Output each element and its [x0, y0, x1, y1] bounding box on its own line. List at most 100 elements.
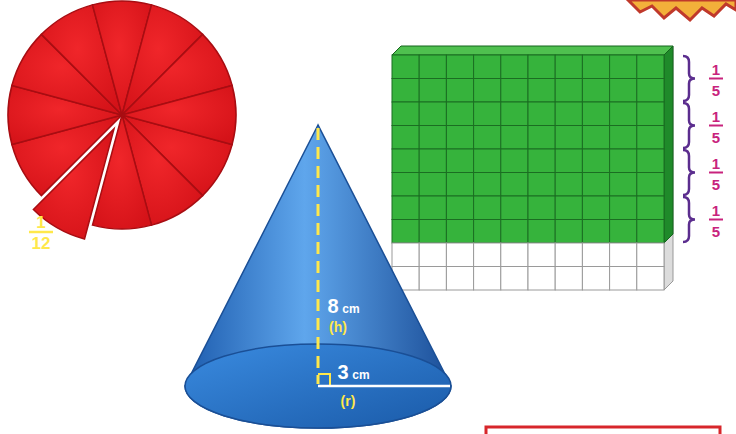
- grid-cell: [392, 243, 419, 267]
- grid-cell: [610, 102, 637, 126]
- grid-cell: [419, 196, 446, 220]
- fraction-bar: [709, 125, 723, 127]
- grid-cell: [419, 126, 446, 150]
- grid-cell: [501, 196, 528, 220]
- grid-cell: [446, 149, 473, 173]
- curly-brace: [683, 150, 695, 195]
- grid-cell: [419, 79, 446, 103]
- grid-cell: [610, 55, 637, 79]
- grid-cell: [528, 220, 555, 244]
- grid-cell: [446, 55, 473, 79]
- grid-cell: [637, 196, 664, 220]
- fraction-bar: [29, 231, 53, 234]
- denominator: 5: [712, 176, 720, 191]
- grid-cell: [610, 267, 637, 291]
- grid-cell: [474, 173, 501, 197]
- grid-cell: [582, 149, 609, 173]
- fraction-bar: [709, 78, 723, 80]
- grid-cell: [555, 79, 582, 103]
- grid-cell: [392, 79, 419, 103]
- grid-cell: [528, 196, 555, 220]
- grid-cell: [610, 173, 637, 197]
- cone: [185, 125, 451, 428]
- grid-cell: [446, 173, 473, 197]
- grid-cell: [419, 220, 446, 244]
- dimension-value: 8: [327, 296, 338, 316]
- denominator: 5: [712, 82, 720, 97]
- note-panel: [486, 427, 720, 434]
- grid-cell: [555, 173, 582, 197]
- starburst: [628, 0, 736, 20]
- grid-cell: [501, 102, 528, 126]
- grid-cell: [610, 79, 637, 103]
- grid-cell: [528, 79, 555, 103]
- dimension-symbol: (h): [329, 320, 347, 334]
- grid-cell: [610, 149, 637, 173]
- grid-cell: [474, 149, 501, 173]
- grid-cell: [474, 243, 501, 267]
- grid-cell: [474, 126, 501, 150]
- grid-cell: [501, 243, 528, 267]
- grid-cell: [555, 267, 582, 291]
- grid-cell: [555, 149, 582, 173]
- grid-cell: [474, 220, 501, 244]
- grid-cell: [501, 126, 528, 150]
- grid-cell: [474, 55, 501, 79]
- grid-cell: [392, 102, 419, 126]
- grid-cell: [419, 55, 446, 79]
- grid-cell: [555, 220, 582, 244]
- grid-cell: [582, 102, 609, 126]
- grid-cell: [637, 55, 664, 79]
- grid-cell: [501, 149, 528, 173]
- grid-cell: [582, 173, 609, 197]
- grid-cell: [582, 267, 609, 291]
- grid-cell: [555, 243, 582, 267]
- fraction-bar: [709, 172, 723, 174]
- curly-brace: [683, 197, 695, 242]
- grid-cell: [582, 196, 609, 220]
- dimension-unit: cm: [352, 369, 369, 381]
- grid-cell: [582, 55, 609, 79]
- grid-cell: [419, 102, 446, 126]
- grid-cell: [637, 267, 664, 291]
- numerator: 1: [712, 202, 720, 217]
- grid-cell: [501, 267, 528, 291]
- grid-cell: [392, 55, 419, 79]
- fifth-brackets: [683, 56, 695, 242]
- grid-cell: [610, 196, 637, 220]
- grid-cell: [610, 220, 637, 244]
- grid-cell: [419, 267, 446, 291]
- grid-cell: [637, 102, 664, 126]
- grid-cell: [528, 173, 555, 197]
- grid-cell: [446, 126, 473, 150]
- grid-cell: [555, 196, 582, 220]
- grid-cell: [528, 55, 555, 79]
- grid-cell: [501, 173, 528, 197]
- grid-cell: [392, 173, 419, 197]
- numerator: 1: [712, 61, 720, 76]
- dimension-symbol: (r): [341, 394, 356, 408]
- grid-cell: [501, 220, 528, 244]
- dimension-unit: cm: [342, 303, 359, 315]
- grid-cell: [637, 243, 664, 267]
- grid-cell: [582, 79, 609, 103]
- pie-slice: [122, 85, 236, 144]
- grid-cell: [582, 220, 609, 244]
- curly-brace: [683, 56, 695, 101]
- grid-cell: [474, 79, 501, 103]
- denominator: 5: [712, 129, 720, 144]
- grid-cell: [528, 243, 555, 267]
- fraction-circle: [8, 1, 236, 239]
- radius-line: [318, 385, 450, 388]
- grid-top: [392, 46, 673, 55]
- grid-side: [664, 46, 673, 290]
- cone-body: [185, 125, 451, 428]
- dimension-value: 3: [337, 362, 348, 382]
- grid-cell: [555, 55, 582, 79]
- grid-cell: [446, 196, 473, 220]
- numerator: 1: [36, 214, 45, 231]
- grid-cell: [528, 102, 555, 126]
- grid-cell: [637, 220, 664, 244]
- grid-cell: [474, 102, 501, 126]
